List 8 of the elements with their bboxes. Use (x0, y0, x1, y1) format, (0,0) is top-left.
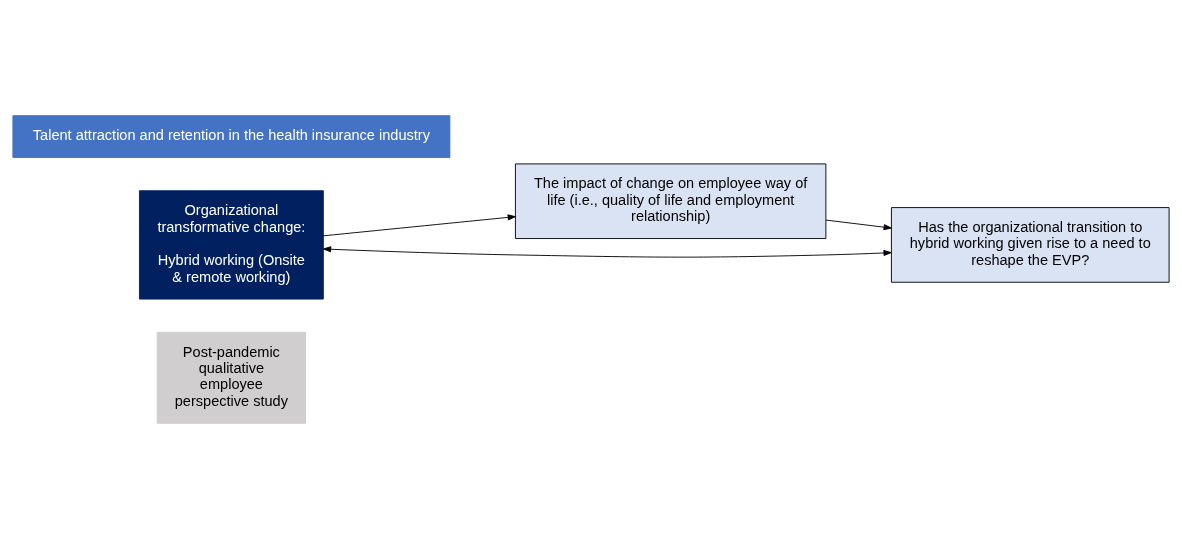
arrow (323, 214, 516, 237)
node-box: Organizational transformative change: Hybrid working (Onsite & remote working) (139, 190, 324, 300)
node-box: Has the organizational transition to hybrid working given rise to a need to reshape the EVP? (890, 207, 1170, 283)
arrow (825, 219, 892, 231)
arrow (323, 246, 892, 258)
node-box: Post-pandemic qualitative employee perspective study (156, 331, 307, 424)
node-box: The impact of change on employee way of life (i.e., quality of life and employment relationship) (515, 163, 827, 239)
node-box: Talent attraction and retention in the health insurance industry (12, 115, 451, 158)
